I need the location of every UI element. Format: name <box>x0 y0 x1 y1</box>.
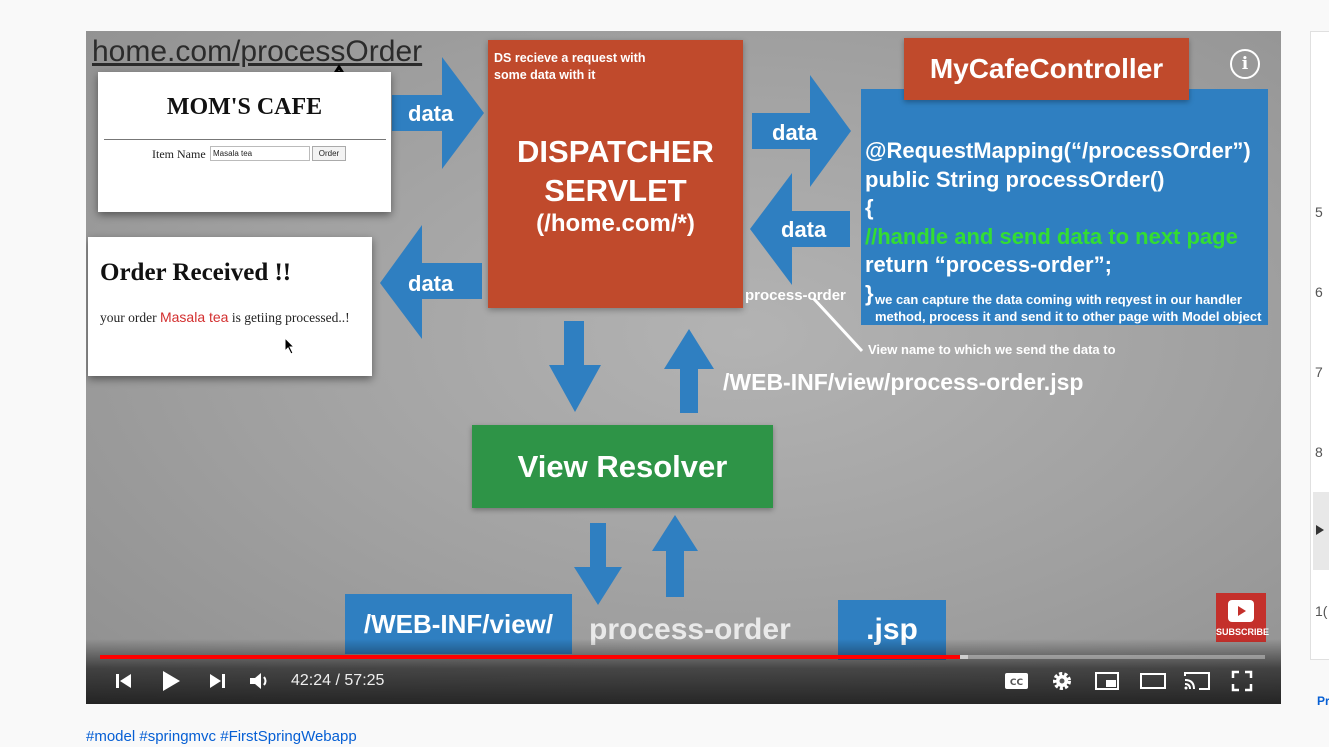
item-name-label: Item Name <box>152 147 206 161</box>
playlist-index[interactable]: 7 <box>1315 364 1323 380</box>
arrow-ds-down <box>549 321 601 412</box>
video-hashtags[interactable]: #model #springmvc #FirstSpringWebapp <box>86 728 357 745</box>
controller-title: MyCafeController <box>904 38 1189 100</box>
ds-subtitle: (/home.com/*) <box>536 210 695 237</box>
url-overlay: home.com/processOrder <box>92 35 423 68</box>
svg-text:CC: CC <box>1010 678 1024 688</box>
cafe-title: MOM'S CAFE <box>166 94 323 120</box>
mouse-cursor-icon <box>284 337 296 355</box>
order-received-title: Order Received !! <box>100 259 292 286</box>
subscribe-button[interactable]: SUBSCRIBE <box>1216 593 1270 642</box>
captions-icon[interactable]: CC <box>1004 671 1030 691</box>
arrow-label-data: data <box>772 120 818 145</box>
progress-bar[interactable] <box>100 655 1265 659</box>
jsp-path: /WEB-INF/view/process-order.jsp <box>723 369 1084 395</box>
code-line: { <box>865 195 874 220</box>
controller-code: @RequestMapping(“/processOrder”) public … <box>865 137 1251 308</box>
miniplayer-icon[interactable] <box>1094 671 1120 691</box>
playlist-index[interactable]: 5 <box>1315 204 1323 220</box>
cast-icon[interactable] <box>1183 670 1211 692</box>
duration: 57:25 <box>344 672 385 689</box>
now-playing-icon <box>1316 525 1324 535</box>
code-line: public String processOrder() <box>865 166 1165 192</box>
ds-note-line: some data with it <box>494 68 596 82</box>
code-comment-line: //handle and send data to next page <box>865 223 1238 249</box>
arrow-up-to-resolver <box>652 515 698 597</box>
controller-note-line: we can capture the data coming with reqy… <box>875 292 1242 307</box>
view-resolver-box: View Resolver <box>472 425 773 508</box>
controller-note-line: method, process it and send it to other … <box>875 309 1262 324</box>
arrow-form-to-ds <box>392 57 484 169</box>
order-item-highlight: Masala tea <box>159 309 229 325</box>
controller-note: we can capture the data coming with reqy… <box>875 291 1261 325</box>
ds-title-line: SERVLET <box>544 173 687 208</box>
controller-code-box: @RequestMapping(“/processOrder”) public … <box>861 89 1268 325</box>
pointer-line <box>812 297 864 353</box>
theater-icon[interactable] <box>1139 671 1167 691</box>
ds-note-line: DS recieve a request with <box>494 51 646 65</box>
code-line: } <box>865 280 874 306</box>
play-logo-icon <box>1228 600 1254 622</box>
playlist-index[interactable]: 6 <box>1315 284 1323 300</box>
previous-icon[interactable] <box>114 671 134 691</box>
arrow-ds-to-controller <box>752 75 851 187</box>
info-button[interactable]: i <box>1230 49 1260 79</box>
progress-played <box>100 655 960 659</box>
arrow-label-data: data <box>408 271 454 296</box>
arrow-ds-to-received <box>380 225 482 339</box>
cafe-form-card: MOM'S CAFE Item Name Masala tea Order <box>98 72 391 212</box>
playlist-index[interactable]: 1( <box>1315 603 1328 619</box>
settings-icon[interactable] <box>1050 669 1074 693</box>
arrow-label-data: data <box>408 101 454 126</box>
video-player[interactable]: home.com/processOrder data data d <box>86 31 1281 704</box>
play-icon[interactable] <box>160 669 182 693</box>
order-received-text: your order Masala tea is getiing process… <box>100 309 350 326</box>
arrow-up-to-ds <box>664 329 714 413</box>
player-controls <box>86 639 1281 704</box>
text-part: is getiing processed..! <box>228 310 350 325</box>
ds-title: DISPATCHER SERVLET <box>488 132 743 210</box>
code-line: @RequestMapping(“/processOrder”) <box>865 138 1251 163</box>
divider <box>104 139 386 140</box>
order-button: Order <box>312 146 346 161</box>
process-order-label: process-order <box>745 287 846 304</box>
fullscreen-icon[interactable] <box>1231 670 1253 692</box>
ds-note: DS recieve a request with some data with… <box>494 50 694 84</box>
volume-icon[interactable] <box>248 671 270 691</box>
code-line: return “process-order”; <box>865 252 1112 277</box>
playlist-panel: 5 6 7 8 1( <box>1310 31 1329 660</box>
view-name-note: View name to which we send the data to <box>868 342 1116 357</box>
arrow-resolver-down <box>574 523 622 605</box>
time-separator: / <box>331 672 345 689</box>
subscribe-label: SUBSCRIBE <box>1216 627 1270 637</box>
dispatcher-servlet-box: DS recieve a request with some data with… <box>488 40 743 308</box>
ds-title-line: DISPATCHER <box>517 134 714 169</box>
time-display: 42:24 / 57:25 <box>291 672 384 690</box>
text-part: your order <box>100 310 160 325</box>
next-icon[interactable] <box>207 671 227 691</box>
order-received-card: Order Received !! your order Masala tea … <box>88 237 372 376</box>
arrow-controller-to-ds <box>750 173 850 285</box>
arrow-label-data: data <box>781 217 827 242</box>
side-footer-text[interactable]: Pr <box>1317 694 1329 708</box>
item-name-field: Masala tea <box>210 146 310 161</box>
playlist-index[interactable]: 8 <box>1315 444 1323 460</box>
current-time: 42:24 <box>291 672 332 689</box>
